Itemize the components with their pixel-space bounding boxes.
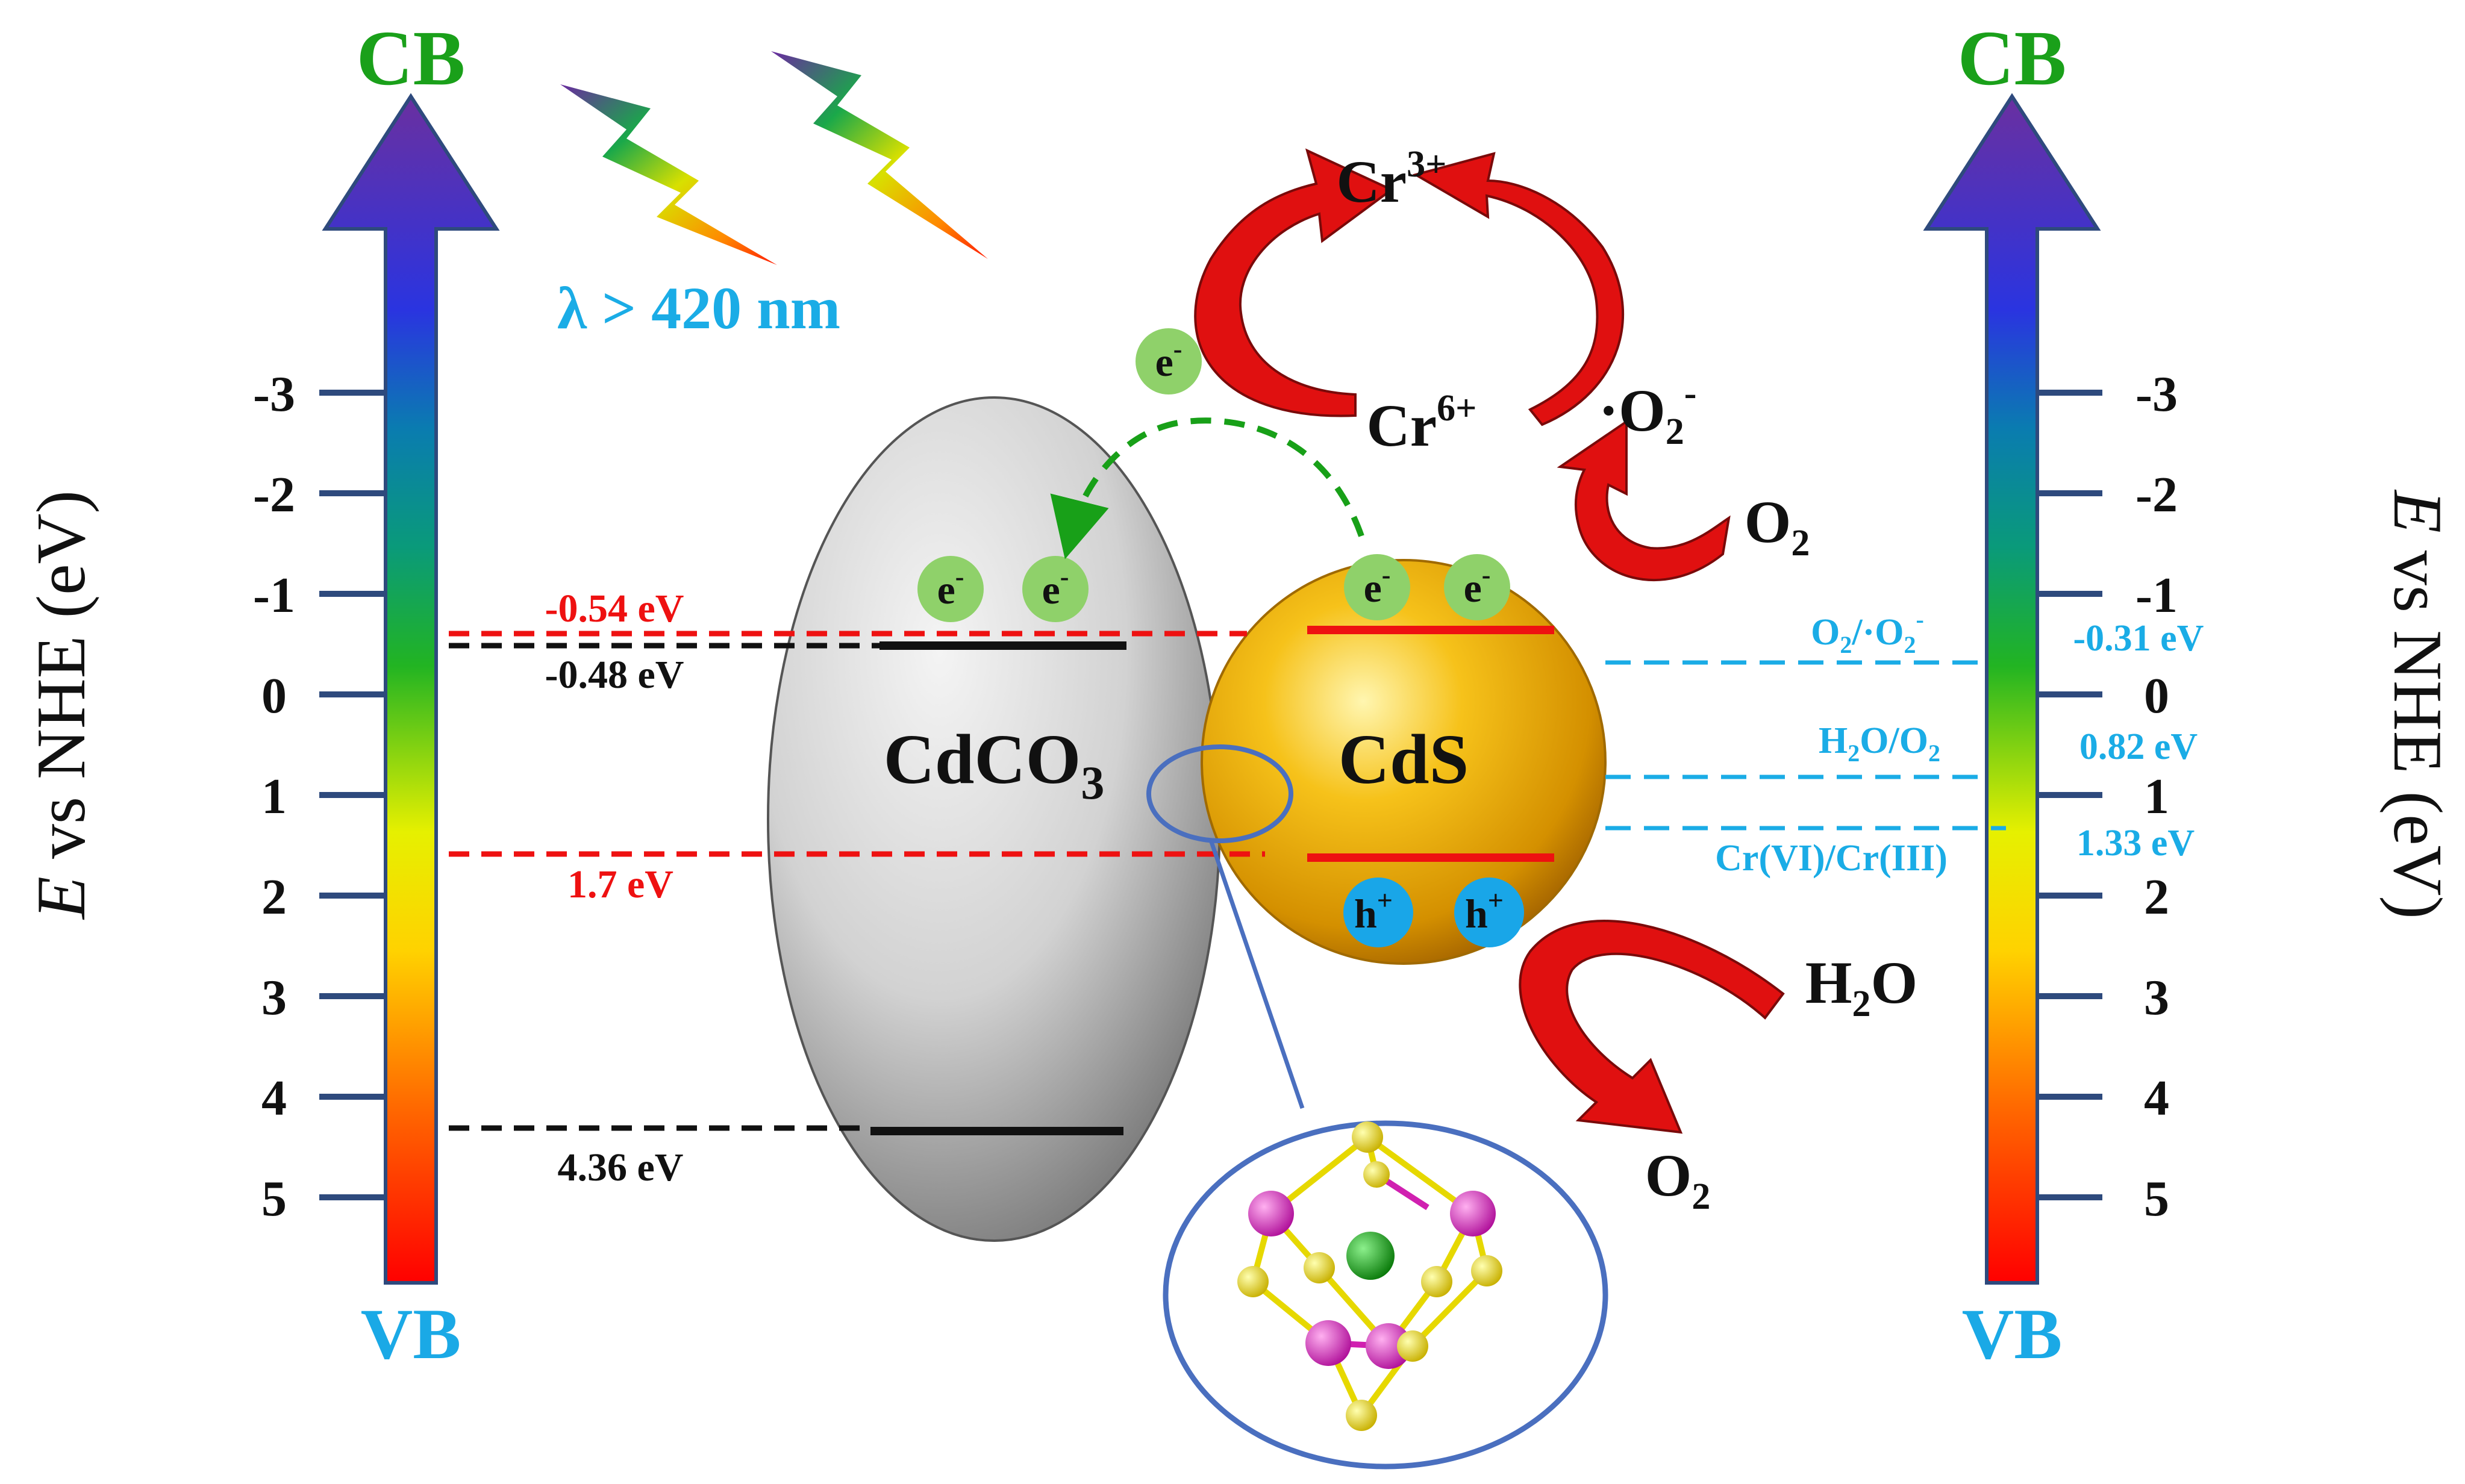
hole-1 bbox=[1343, 878, 1413, 947]
axis-title-right-rest: vs NHE (eV) bbox=[2379, 533, 2456, 919]
redox-couple-h2o: H2O/O2 bbox=[1819, 720, 1940, 767]
left-axis: CB VB -3 -2 -1 0 1 2 3 4 5 bbox=[253, 15, 500, 1374]
electron-5 bbox=[1136, 328, 1202, 394]
cr6-label: Cr6+ bbox=[1367, 388, 1477, 459]
cd-atom bbox=[1248, 1191, 1294, 1236]
right-gradient-arrow bbox=[1923, 93, 2101, 1285]
o-atom bbox=[1352, 1121, 1383, 1153]
right-tick-label: 0 bbox=[2144, 668, 2169, 724]
cd-atom bbox=[1450, 1191, 1496, 1236]
axis-title-right-italic: E bbox=[2379, 489, 2456, 533]
svg-text:e-: e- bbox=[1042, 562, 1069, 613]
cr6-to-cr3-arrow bbox=[1194, 148, 1394, 417]
o-atom bbox=[1471, 1255, 1502, 1286]
svg-text:e-: e- bbox=[1464, 560, 1491, 611]
cds-holes: h+ h+ bbox=[1343, 878, 1524, 947]
lightning-bolt-icon bbox=[771, 51, 988, 259]
cdco3-crystal-structure bbox=[1237, 1121, 1502, 1431]
right-tick-label: 2 bbox=[2144, 869, 2169, 925]
zoom-line-left bbox=[1208, 839, 1305, 1109]
axis-title-left-italic: E bbox=[23, 876, 100, 920]
axis-title-left: E vs NHE (eV) bbox=[23, 490, 100, 920]
interface-highlight-ellipse bbox=[1146, 744, 1293, 843]
cdco3-electrons: e- e- bbox=[917, 556, 1089, 622]
right-tick-label: -3 bbox=[2135, 366, 2178, 422]
c-atom bbox=[1346, 1232, 1395, 1280]
electron-transfer-arrow bbox=[1050, 417, 1364, 560]
electron-4 bbox=[1444, 554, 1510, 620]
h2o-label: H2O bbox=[1805, 949, 1918, 1024]
lightning-bolt-icon bbox=[560, 84, 777, 265]
left-tick-label: 4 bbox=[261, 1070, 287, 1126]
electron-3 bbox=[1344, 554, 1410, 620]
axis-title-right: E vs NHE (eV) bbox=[2379, 489, 2456, 919]
right-tick-label: 1 bbox=[2144, 768, 2169, 825]
level-label-red-cb: -0.54 eV bbox=[545, 587, 684, 631]
right-ticks: -3 -2 -1 0 1 2 3 4 5 bbox=[2037, 366, 2178, 1227]
left-tick-label: -3 bbox=[253, 366, 295, 422]
svg-text:h+: h+ bbox=[1465, 885, 1504, 937]
left-tick-label: 0 bbox=[261, 668, 287, 724]
left-ticks: -3 -2 -1 0 1 2 3 4 5 bbox=[253, 366, 386, 1227]
cds-particle bbox=[1201, 559, 1607, 965]
electron-1 bbox=[917, 556, 984, 622]
o-atom bbox=[1346, 1400, 1377, 1431]
level-label-red-vb: 1.7 eV bbox=[567, 862, 673, 906]
left-tick-label: -1 bbox=[253, 567, 295, 623]
cdco3-label: CdCO3 bbox=[884, 720, 1105, 809]
right-tick-label: -2 bbox=[2135, 467, 2178, 523]
cds-electrons: e- e- bbox=[1344, 554, 1510, 620]
svg-text:e-: e- bbox=[1155, 334, 1183, 385]
left-tick-label: -2 bbox=[253, 467, 295, 523]
level-lines bbox=[449, 626, 2006, 1135]
redox-value-cr: 1.33 eV bbox=[2076, 823, 2195, 864]
superoxide-to-cr3-arrow bbox=[1412, 152, 1625, 426]
left-tick-label: 3 bbox=[261, 970, 287, 1026]
transfer-electron: e- bbox=[1136, 328, 1202, 394]
svg-text:e-: e- bbox=[937, 562, 964, 613]
cb-label-left: CB bbox=[357, 15, 466, 102]
o-atom bbox=[1363, 1161, 1390, 1188]
h2o-to-o2-arrow bbox=[1519, 920, 1785, 1134]
redox-value-h2o: 0.82 eV bbox=[2079, 726, 2198, 767]
vb-label-left: VB bbox=[361, 1294, 461, 1374]
right-tick-label: 3 bbox=[2144, 970, 2169, 1026]
cd-atom bbox=[1366, 1323, 1411, 1369]
redox-value-superoxide: -0.31 eV bbox=[2073, 618, 2204, 659]
right-tick-label: 5 bbox=[2144, 1171, 2169, 1227]
left-tick-label: 1 bbox=[261, 768, 287, 825]
o2-to-superoxide-arrow bbox=[1557, 419, 1731, 582]
vb-label-right: VB bbox=[1962, 1294, 2063, 1374]
o2-bottom-label: O2 bbox=[1645, 1142, 1711, 1217]
left-tick-label: 5 bbox=[261, 1171, 287, 1227]
svg-text:h+: h+ bbox=[1354, 885, 1393, 937]
right-axis: CB VB -3 -2 -1 0 1 2 3 4 5 bbox=[1923, 15, 2178, 1374]
cds-label: CdS bbox=[1339, 720, 1469, 799]
right-tick-label: -1 bbox=[2135, 567, 2178, 623]
level-label-black-cb: -0.48 eV bbox=[545, 653, 684, 697]
redox-couple-cr: Cr(VI)/Cr(III) bbox=[1715, 838, 1948, 879]
left-tick-label: 2 bbox=[261, 869, 287, 925]
light-wavelength-label: λ > 420 nm bbox=[557, 275, 840, 341]
o-atom bbox=[1304, 1252, 1335, 1283]
level-label-black-vb: 4.36 eV bbox=[558, 1146, 684, 1189]
cd-atom bbox=[1305, 1320, 1351, 1366]
o-atom bbox=[1237, 1266, 1269, 1297]
cr3-label: Cr3+ bbox=[1337, 144, 1447, 215]
electron-2 bbox=[1022, 556, 1089, 622]
cdco3-particle bbox=[767, 396, 1221, 1242]
redox-couple-superoxide: O2/·O2- bbox=[1811, 606, 1924, 658]
svg-text:e-: e- bbox=[1364, 560, 1391, 611]
reaction-arrows bbox=[1194, 148, 1785, 1134]
superoxide-label: ·O2- bbox=[1599, 373, 1697, 452]
axis-title-left-rest: vs NHE (eV) bbox=[23, 490, 100, 876]
o-atom bbox=[1421, 1266, 1452, 1297]
left-gradient-arrow bbox=[322, 93, 500, 1285]
right-tick-label: 4 bbox=[2144, 1070, 2169, 1126]
o-atom bbox=[1397, 1330, 1428, 1362]
o2-top-label: O2 bbox=[1745, 488, 1810, 564]
hole-2 bbox=[1454, 878, 1524, 947]
cb-label-right: CB bbox=[1958, 15, 2067, 102]
